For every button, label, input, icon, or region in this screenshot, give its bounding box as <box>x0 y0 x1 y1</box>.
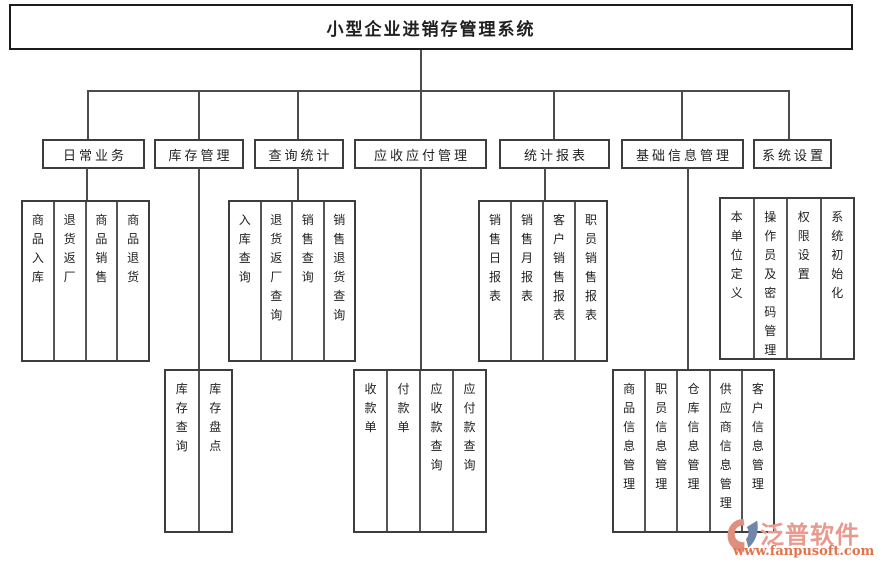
node-supplier-info: 供应商信息管理 <box>711 371 743 531</box>
branch-label: 查询统计 <box>268 148 333 164</box>
node-daily-sales-report: 销售日报表 <box>480 202 512 360</box>
node-stock-query: 库存查询 <box>166 371 200 531</box>
connector-sub-basic <box>687 168 689 370</box>
node-customer-info: 客户信息管理 <box>751 382 764 491</box>
node-goods-sale: 商品销售 <box>87 202 119 360</box>
watermark-brand: 泛普软件 <box>760 520 860 549</box>
node-return-factory-query: 退货返厂查询 <box>262 202 293 360</box>
node-return-factory: 退货返厂 <box>55 202 87 360</box>
node-company-definition: 本单位定义 <box>721 199 755 358</box>
node-stock-taking: 库存盘点 <box>209 382 222 453</box>
daily-business-children: 商品入库 退货返厂 商品销售 商品退货 <box>21 200 150 362</box>
basic-info-children: 商品信息管理 职员信息管理 仓库信息管理 供应商信息管理 客户信息管理 <box>612 369 775 533</box>
branch-query-statistics: 查询统计 <box>254 139 344 169</box>
connector-drop-daily <box>87 90 89 139</box>
branch-stock-management: 库存管理 <box>154 139 244 169</box>
branch-label: 日常业务 <box>62 148 127 164</box>
branch-label: 应收应付管理 <box>373 148 470 164</box>
connector-sub-receivable <box>420 168 422 370</box>
connector-sub-daily <box>86 168 88 201</box>
node-inbound-query: 入库查询 <box>230 202 262 360</box>
connector-root-stub <box>420 50 422 139</box>
node-system-init: 系统初始化 <box>831 210 844 300</box>
report-children: 销售日报表 销售月报表 客户销售报表 职员销售报表 <box>478 200 608 362</box>
node-staff-sales-report: 职员销售报表 <box>584 213 597 322</box>
node-permission-setting: 权限设置 <box>788 199 822 358</box>
connector-sub-report <box>544 168 546 201</box>
connector-sub-query <box>297 168 299 201</box>
connector-drop-report <box>553 90 555 139</box>
connector-sub-stock <box>198 168 200 370</box>
node-customer-sales-report: 客户销售报表 <box>544 202 576 360</box>
branch-statistic-reports: 统计报表 <box>499 139 610 169</box>
connector-drop-system <box>788 90 790 139</box>
root-title-box: 小型企业进销存管理系统 <box>9 4 853 50</box>
node-goods-inbound: 商品入库 <box>23 202 55 360</box>
connector-drop-stock <box>198 90 200 139</box>
node-sale-query: 销售查询 <box>293 202 325 360</box>
node-payment-bill: 付款单 <box>388 371 421 531</box>
branch-daily-business: 日常业务 <box>42 139 145 169</box>
node-sale-return-query: 销售退货查询 <box>333 213 346 322</box>
node-goods-info: 商品信息管理 <box>614 371 647 531</box>
fanpu-swoosh-logo-icon <box>726 517 758 557</box>
watermark-url: www.fanpusoft.com <box>733 544 875 559</box>
node-monthly-sales-report: 销售月报表 <box>512 202 544 360</box>
node-warehouse-info: 仓库信息管理 <box>678 371 711 531</box>
page-title: 小型企业进销存管理系统 <box>326 19 536 40</box>
node-receipt-bill: 收款单 <box>355 371 388 531</box>
query-children: 入库查询 退货返厂查询 销售查询 销售退货查询 <box>228 200 356 362</box>
branch-basic-info: 基础信息管理 <box>621 139 744 169</box>
node-goods-return: 商品退货 <box>127 213 140 284</box>
node-payable-query: 应付款查询 <box>463 382 476 472</box>
connector-drop-basic <box>681 90 683 139</box>
receivable-children: 收款单 付款单 应收款查询 应付款查询 <box>353 369 487 533</box>
connector-bus <box>87 90 790 92</box>
connector-drop-query <box>297 90 299 139</box>
node-operator-password: 操作员及密码管理 <box>755 199 788 358</box>
branch-receivable-payable: 应收应付管理 <box>354 139 487 169</box>
branch-system-settings: 系统设置 <box>753 139 832 169</box>
stock-children: 库存查询 库存盘点 <box>164 369 233 533</box>
branch-label: 系统设置 <box>761 148 826 164</box>
branch-label: 统计报表 <box>523 148 588 164</box>
watermark: 泛普软件 www.fanpusoft.com <box>726 515 876 565</box>
node-receivable-query: 应收款查询 <box>421 371 454 531</box>
node-staff-info: 职员信息管理 <box>646 371 679 531</box>
system-settings-children: 本单位定义 操作员及密码管理 权限设置 系统初始化 <box>719 197 855 360</box>
branch-label: 基础信息管理 <box>635 148 732 164</box>
branch-label: 库存管理 <box>168 148 233 164</box>
